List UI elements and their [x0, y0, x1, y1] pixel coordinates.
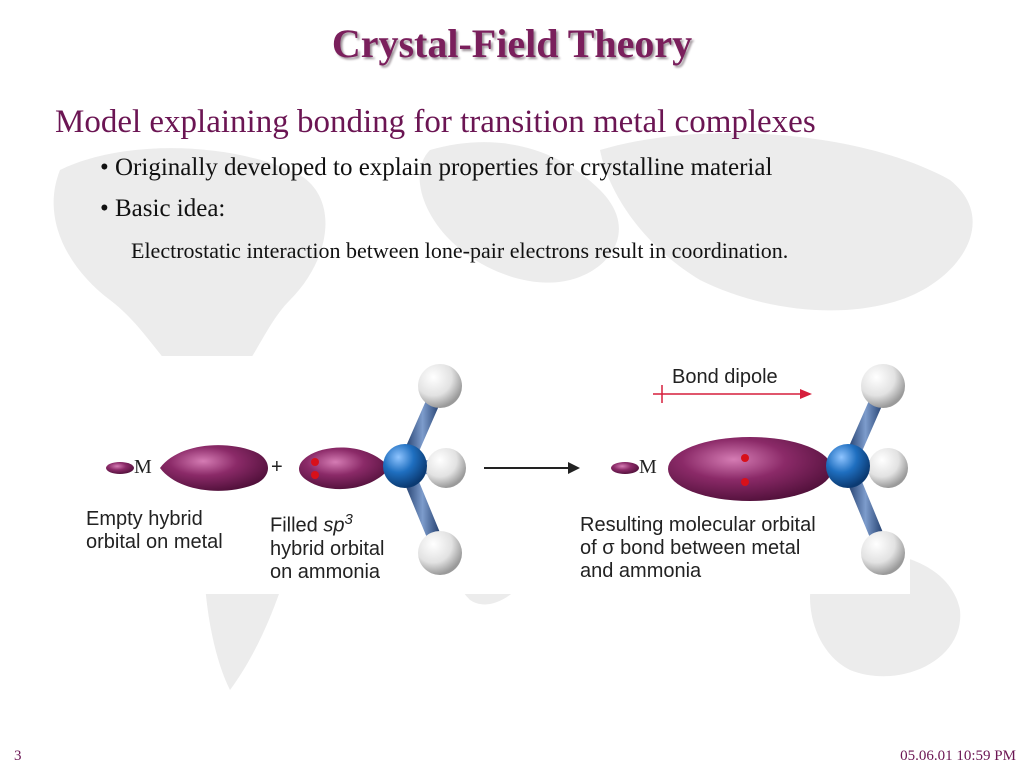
basic-idea-detail: Electrostatic interaction between lone-p… [131, 238, 789, 263]
footer-timestamp: 05.06.01 10:59 PM [900, 748, 1016, 764]
lone-pair-electron [311, 458, 319, 466]
bond-dipole-arrow-icon [653, 385, 812, 403]
page-number: 3 [14, 748, 22, 764]
filled-orbital-caption: Filled sp3 hybrid orbital on ammonia [270, 511, 385, 583]
metal-hybrid-orbital [106, 445, 268, 491]
lone-pair-electron [311, 471, 319, 479]
metal-symbol-right: M [639, 456, 657, 478]
plus-sign: + [271, 456, 283, 478]
bonding-electron [741, 454, 749, 462]
slide-subtitle: Model explaining bonding for transition … [55, 104, 816, 140]
bonding-electron [741, 478, 749, 486]
orbital-diagram-graphics [106, 364, 908, 575]
bond-dipole-label: Bond dipole [672, 366, 778, 388]
metal-symbol-left: M [134, 456, 152, 478]
bullet-basic-idea: • Basic idea: [100, 195, 226, 222]
empty-orbital-caption: Empty hybrid orbital on metal [86, 508, 223, 553]
reaction-arrow-icon [484, 462, 580, 474]
resulting-orbital-caption: Resulting molecular orbital of σ bond be… [580, 514, 816, 582]
sigma-bond-orbital [611, 364, 908, 575]
bullet-originally-developed: • Originally developed to explain proper… [100, 154, 773, 181]
ammonia-molecule [299, 364, 466, 575]
slide-title: Crystal-Field Theory [331, 21, 693, 66]
orbital-diagram: M M + Bond dipole Empty hybrid orbital o… [78, 356, 910, 594]
